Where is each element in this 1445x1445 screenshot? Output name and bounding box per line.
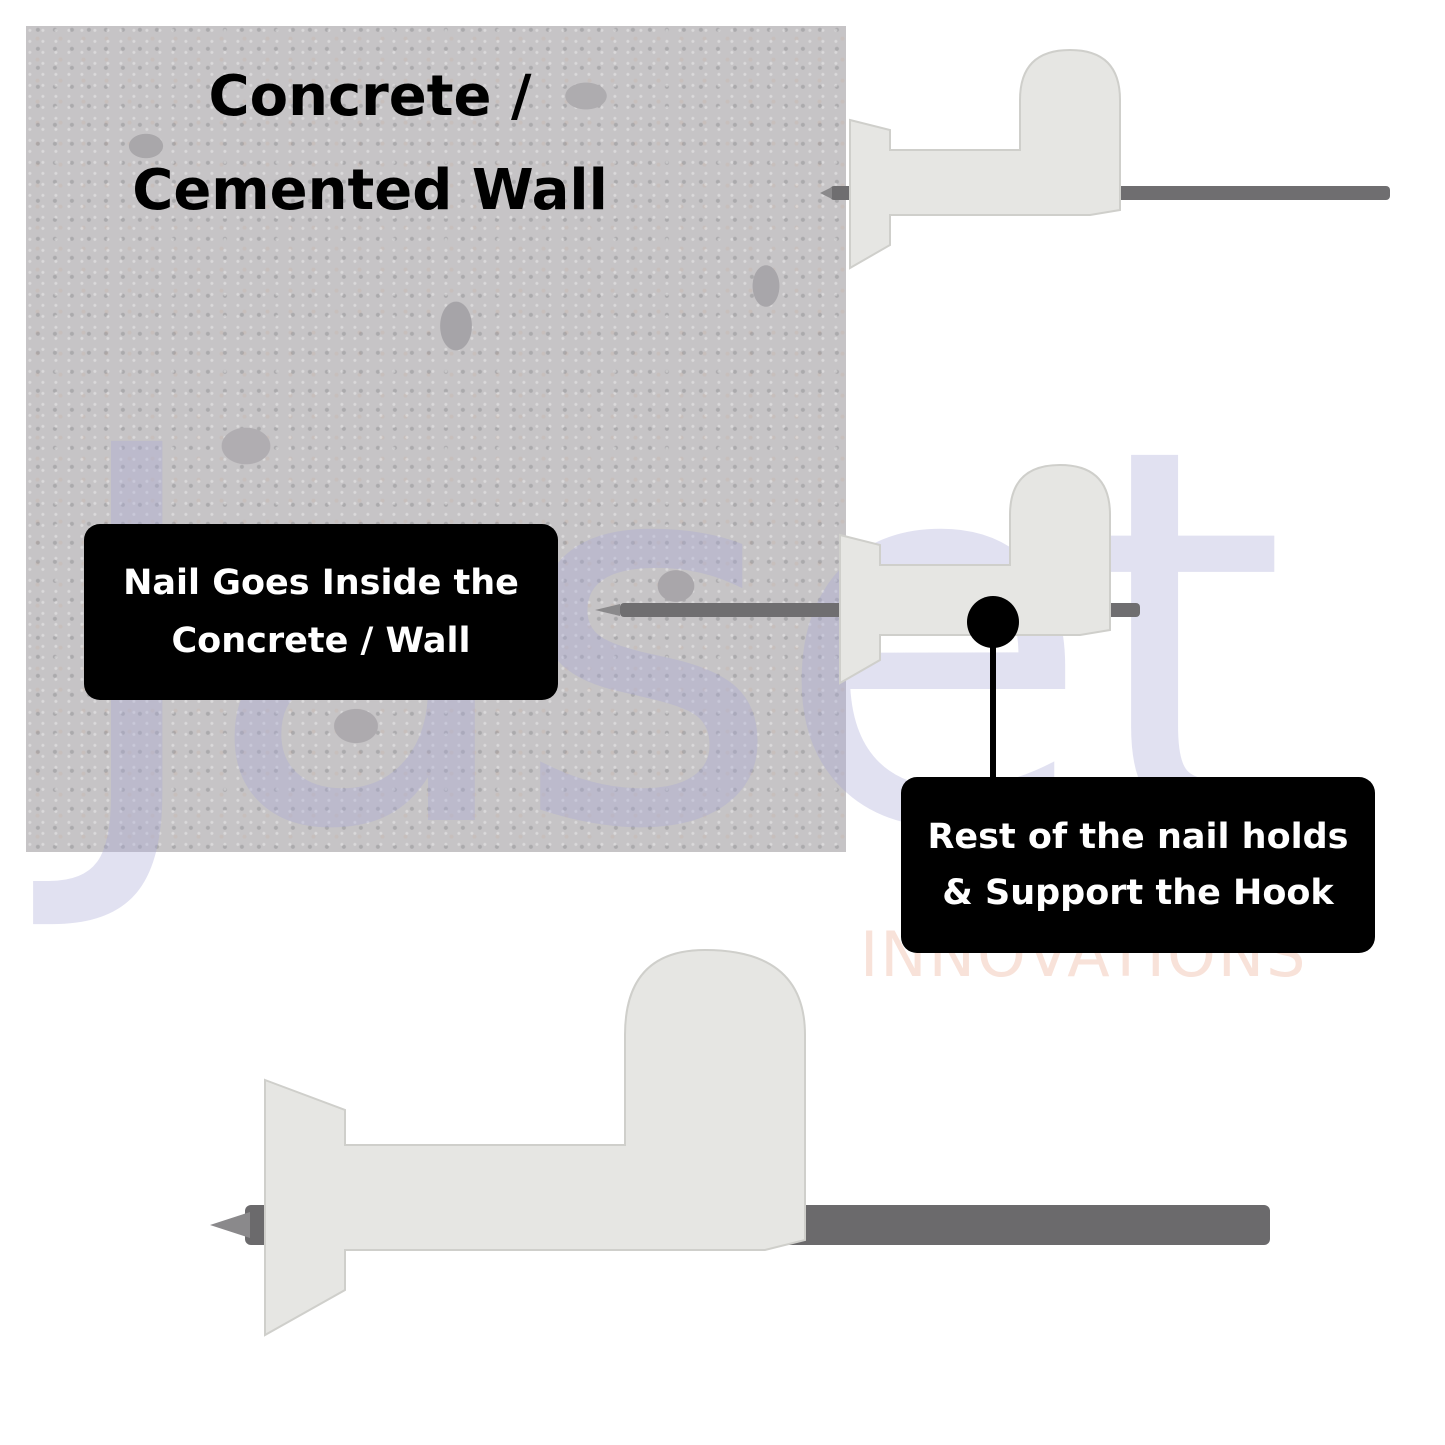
- callout-left-line2: Concrete / Wall: [171, 621, 471, 661]
- wall-title-line1: Concrete /: [208, 64, 532, 129]
- callout-left-line1: Nail Goes Inside the: [123, 563, 519, 603]
- callout-pointer-dot: [967, 596, 1019, 648]
- wall-title-line2: Cemented Wall: [132, 158, 608, 223]
- concrete-wall-texture: [26, 26, 846, 852]
- callout-right-line2: & Support the Hook: [942, 873, 1334, 913]
- wall-title: Concrete / Cemented Wall: [90, 50, 650, 238]
- hook-illustration-middle: [595, 463, 1140, 685]
- hook-body: [839, 463, 1111, 685]
- callout-right-line1: Rest of the nail holds: [927, 817, 1349, 857]
- nail-tip: [595, 604, 620, 616]
- callout-nail-support: Rest of the nail holds & Support the Hoo…: [901, 777, 1375, 953]
- nail-tip: [820, 187, 832, 199]
- hook-illustration-top: [820, 48, 1390, 270]
- hook-body: [264, 948, 806, 1337]
- hook-illustration-large: [210, 948, 1270, 1337]
- callout-pointer-line: [990, 620, 996, 778]
- nail-tip: [210, 1212, 250, 1238]
- hook-body: [849, 48, 1121, 270]
- callout-nail-inside: Nail Goes Inside the Concrete / Wall: [84, 524, 558, 700]
